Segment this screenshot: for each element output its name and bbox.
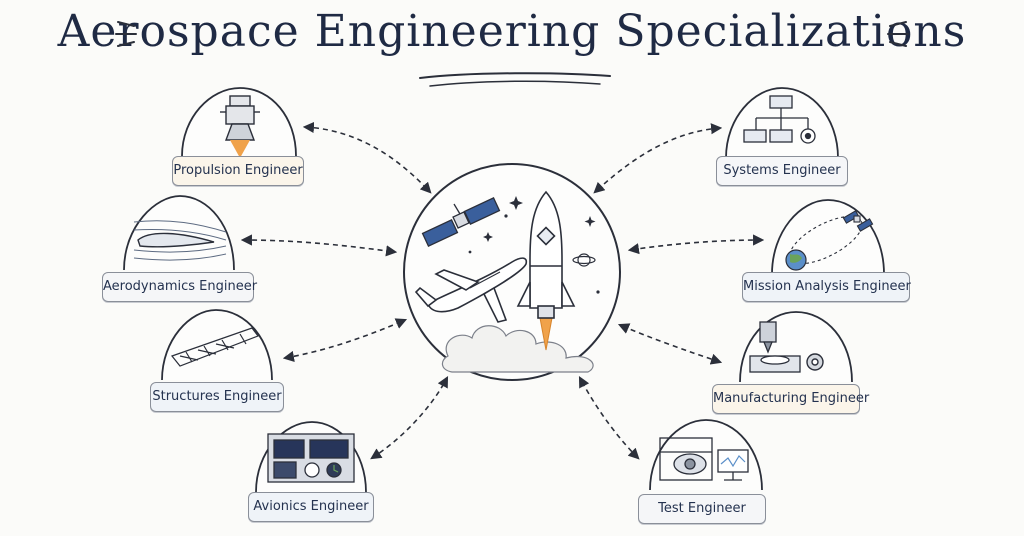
rocket-engine-icon	[181, 87, 297, 158]
satellite-icon	[421, 197, 501, 247]
gear-icon	[806, 353, 824, 371]
label-systems-engineer: Systems Engineer	[716, 156, 848, 186]
sparkle-icons	[468, 196, 600, 294]
flowchart-icon	[725, 87, 839, 159]
test-rig-icon	[649, 419, 763, 491]
connector-arrows	[240, 121, 765, 460]
airplane-icon	[414, 257, 528, 323]
label-avionics-engineer: Avionics Engineer	[248, 492, 374, 522]
label-mission-analysis-engineer: Mission Analysis Engineer	[742, 272, 911, 302]
page-title: Aerospace Engineering Specializations	[57, 6, 967, 57]
label-manufacturing-engineer: Manufacturing Engineer	[712, 384, 869, 414]
planet-icon	[572, 253, 596, 267]
avionics-panel-icon	[255, 421, 367, 493]
truss-structure-icon	[161, 309, 273, 381]
airfoil-icon	[123, 195, 235, 271]
cnc-machine-icon	[739, 311, 853, 383]
label-aerodynamics-engineer: Aerodynamics Engineer	[102, 272, 257, 302]
label-structures-engineer: Structures Engineer	[150, 382, 284, 412]
label-test-engineer: Test Engineer	[638, 494, 766, 524]
aerospace-hub-icon	[403, 163, 621, 381]
label-propulsion-engineer: Propulsion Engineer	[172, 156, 304, 186]
orbit-satellite-icon	[771, 199, 885, 275]
title-decoration	[115, 21, 909, 87]
